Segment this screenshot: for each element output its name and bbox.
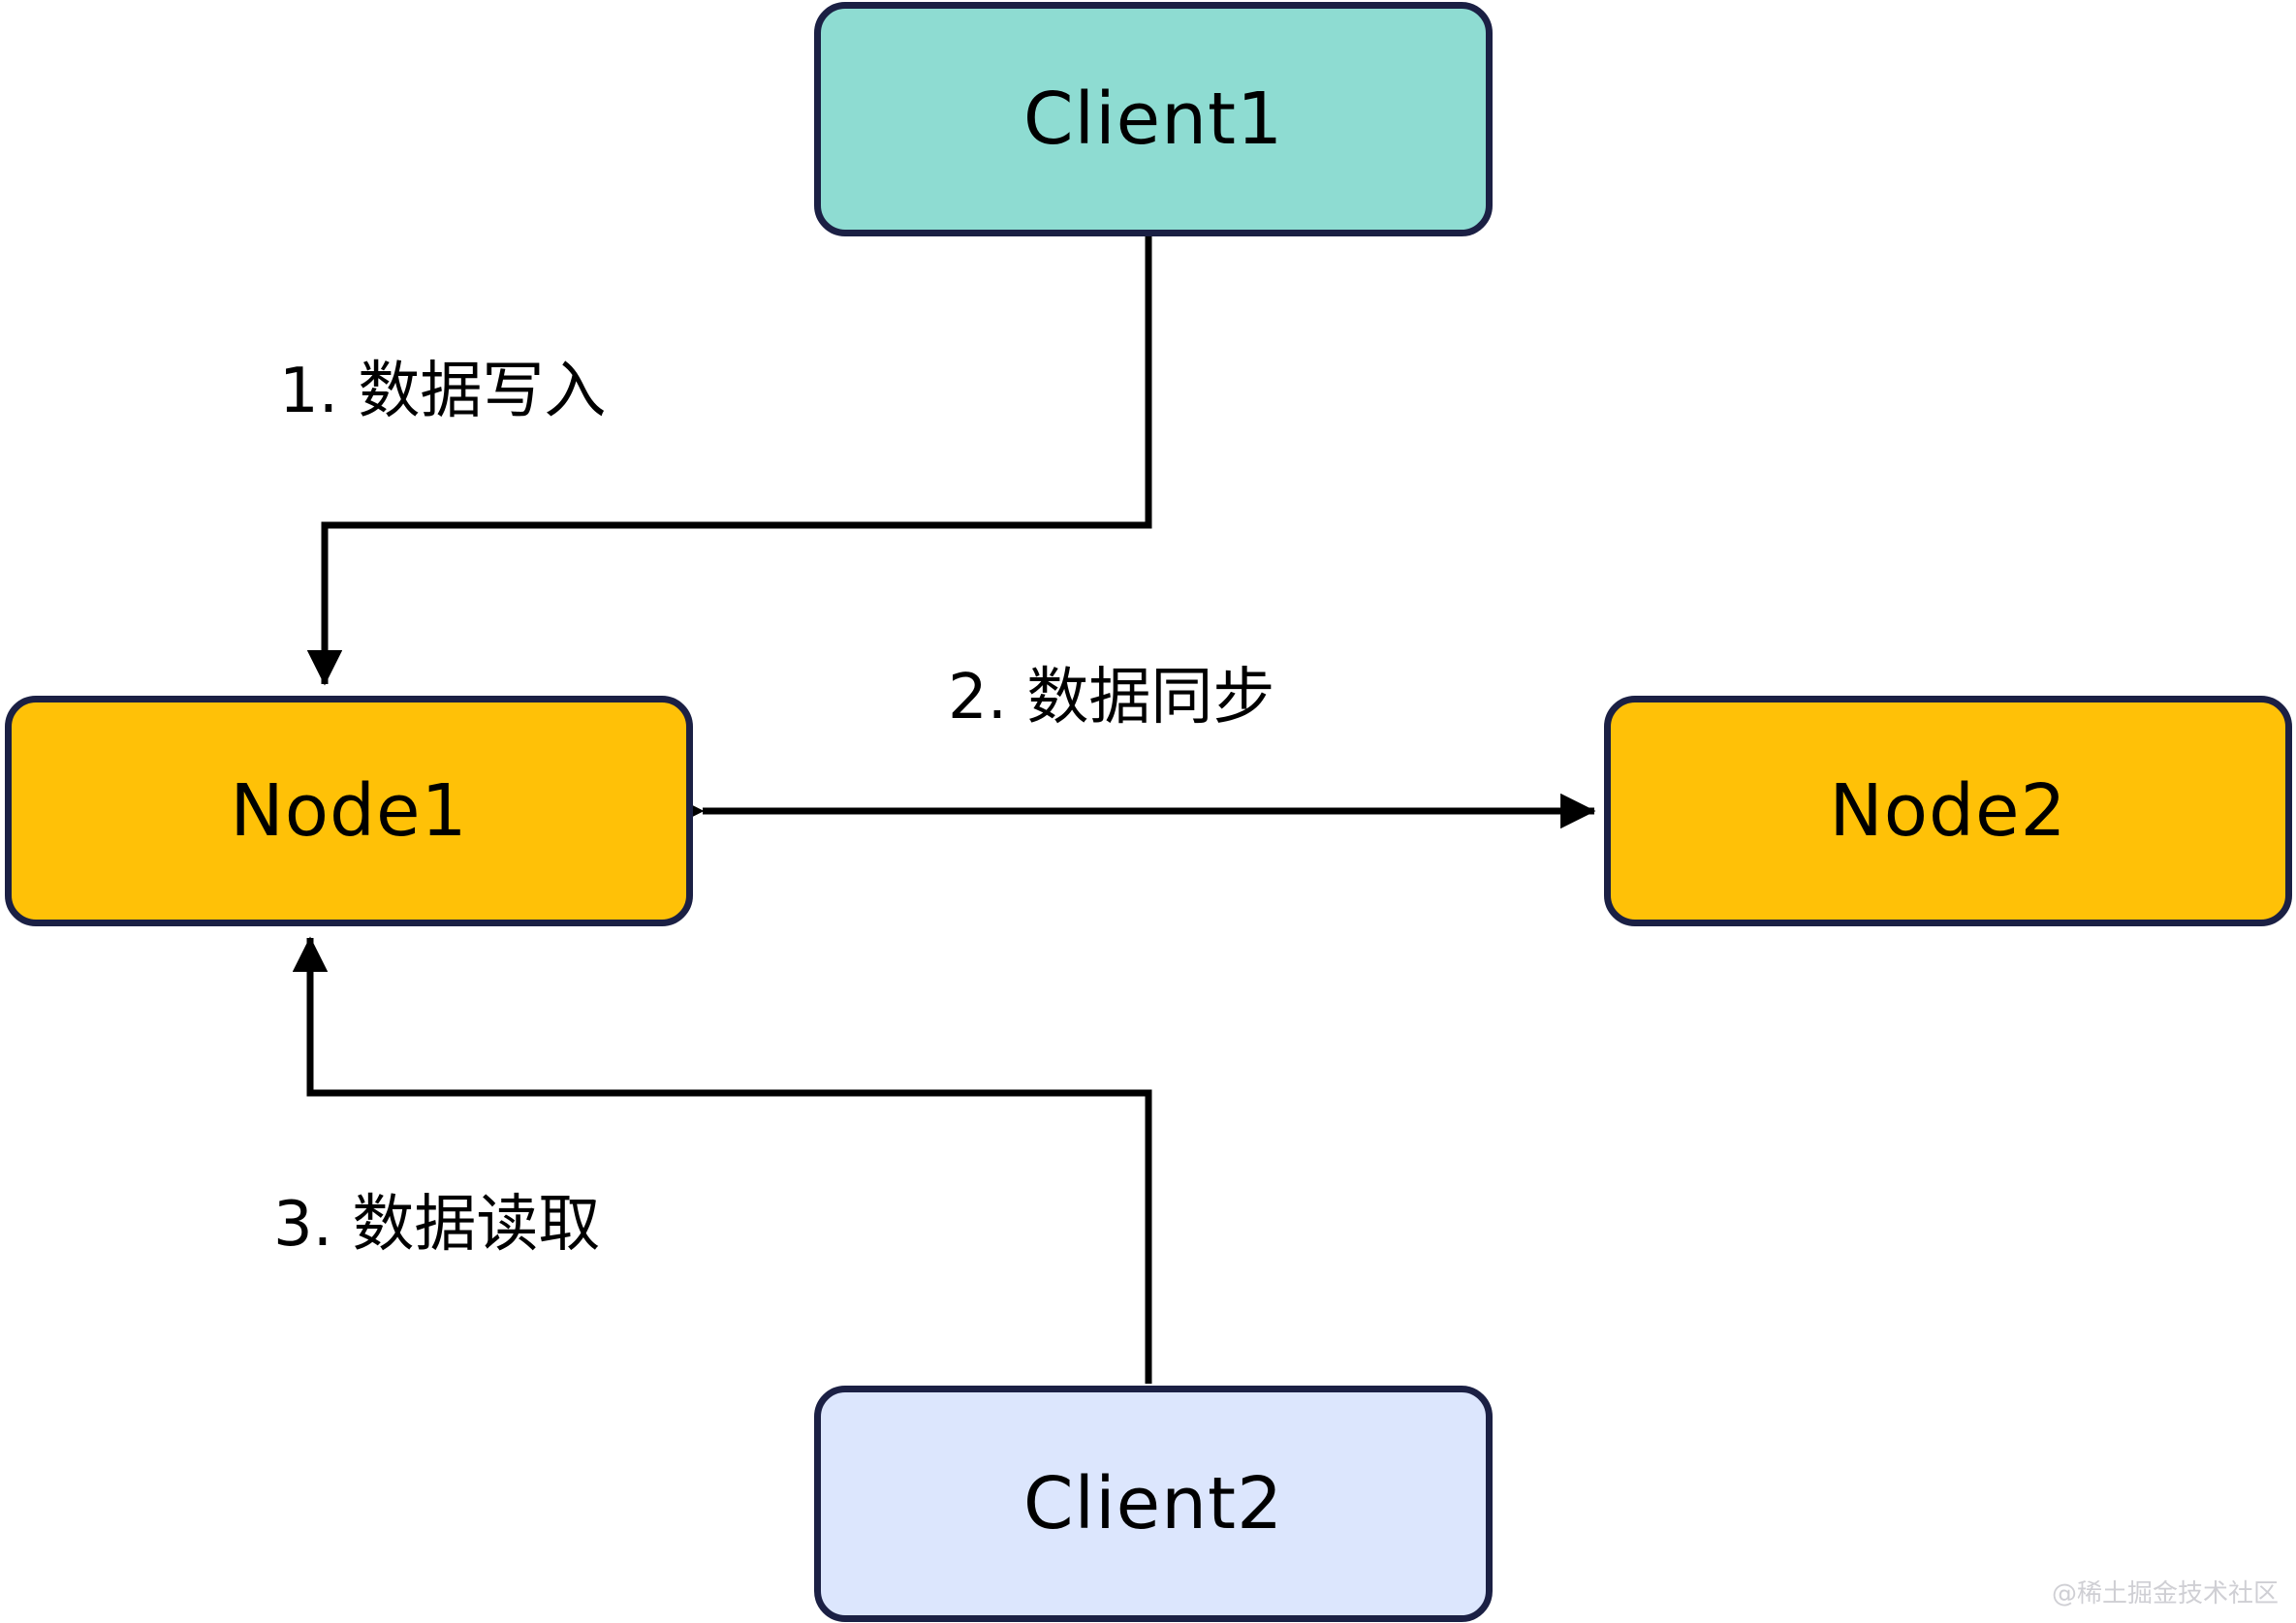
node-client2[interactable]: Client2: [814, 1386, 1493, 1622]
watermark-text: @稀土掘金技术社区: [2051, 1579, 2279, 1608]
edge-label-data-sync: 2. 数据同步: [948, 662, 1275, 733]
edge-label-data-write: 1. 数据写入: [279, 356, 607, 427]
edge-label-data-read: 3. 数据读取: [273, 1189, 601, 1261]
node-node1[interactable]: Node1: [5, 696, 693, 926]
node-node2[interactable]: Node2: [1604, 696, 2292, 926]
node-client1[interactable]: Client1: [814, 2, 1493, 236]
edge-write-path: [306, 236, 1152, 686]
edge-read-path: [292, 936, 1152, 1384]
node-node2-label: Node2: [1829, 769, 2067, 853]
node-node1-label: Node1: [230, 769, 468, 853]
node-client1-label: Client1: [1022, 78, 1284, 161]
node-client2-label: Client2: [1022, 1462, 1284, 1545]
